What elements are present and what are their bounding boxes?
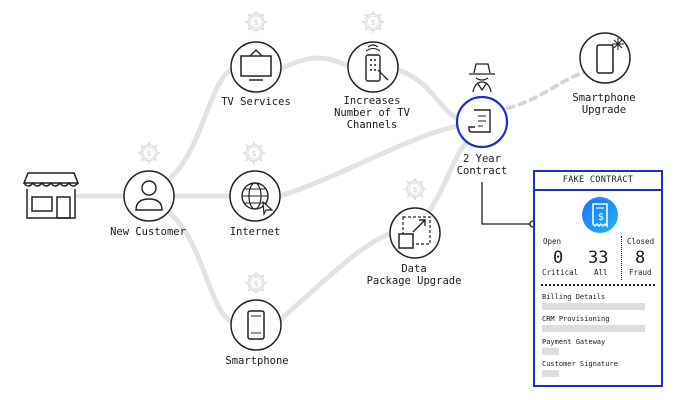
internet-label: Internet	[229, 226, 281, 238]
panel-connector	[481, 182, 533, 225]
customer-signature-bar	[542, 370, 559, 377]
dollar-gear-icon	[403, 177, 427, 201]
dollar-gear-icon	[361, 10, 385, 34]
resize-icon	[389, 207, 441, 259]
open-label: Open	[543, 237, 562, 246]
smartphone-upgrade-label: Smartphone Upgrade	[572, 92, 636, 116]
dollar-gear-icon	[137, 141, 161, 165]
section-customer-signature[interactable]: Customer Signature	[542, 360, 618, 368]
dollar-gear-icon	[244, 271, 268, 295]
smartphone-icon	[230, 299, 282, 351]
billing-details-bar	[542, 303, 645, 310]
all-label: All	[594, 268, 608, 277]
section-payment-gateway[interactable]: Payment Gateway	[542, 338, 606, 346]
fake-contract-panel[interactable]: FAKE CONTRACT $ Open Closed 0 33 8 Criti…	[533, 170, 663, 387]
critical-label: Critical	[542, 268, 579, 277]
section-divider	[541, 284, 655, 286]
data-package-label: Data Package Upgrade	[366, 263, 462, 287]
spy-icon	[469, 63, 495, 93]
section-billing-details[interactable]: Billing Details	[542, 293, 606, 301]
tv-icon	[230, 41, 282, 93]
critical-count: 0	[553, 248, 564, 268]
contract-icon	[455, 95, 509, 149]
closed-label: Closed	[627, 237, 655, 246]
panel-title: FAKE CONTRACT	[535, 172, 661, 191]
payment-gateway-bar	[542, 348, 559, 355]
upgrade-dotted-path	[506, 70, 587, 110]
stat-divider	[621, 236, 622, 280]
globe-icon	[229, 170, 281, 222]
connection-paths	[75, 55, 473, 325]
two-year-contract-label: 2 Year Contract	[456, 153, 508, 177]
receipt-dollar-icon: $	[582, 197, 618, 233]
fraud-count: 8	[635, 248, 646, 268]
remote-control-icon	[347, 41, 399, 93]
svg-text:$: $	[598, 212, 604, 223]
dollar-gear-icon	[242, 141, 266, 165]
smartphone-sparkle-icon	[579, 32, 631, 84]
person-icon	[123, 170, 175, 222]
new-customer-label: New Customer	[110, 226, 186, 238]
crm-provisioning-bar	[542, 325, 645, 332]
all-count: 33	[588, 248, 609, 268]
section-crm-provisioning[interactable]: CRM Provisioning	[542, 315, 610, 323]
increases-channels-label: Increases Number of TV Channels	[334, 95, 410, 131]
fraud-label: Fraud	[629, 268, 652, 277]
tv-services-label: TV Services	[221, 96, 291, 108]
storefront-icon	[22, 172, 80, 219]
smartphone-label: Smartphone	[225, 355, 289, 367]
dollar-gear-icon	[244, 10, 268, 34]
